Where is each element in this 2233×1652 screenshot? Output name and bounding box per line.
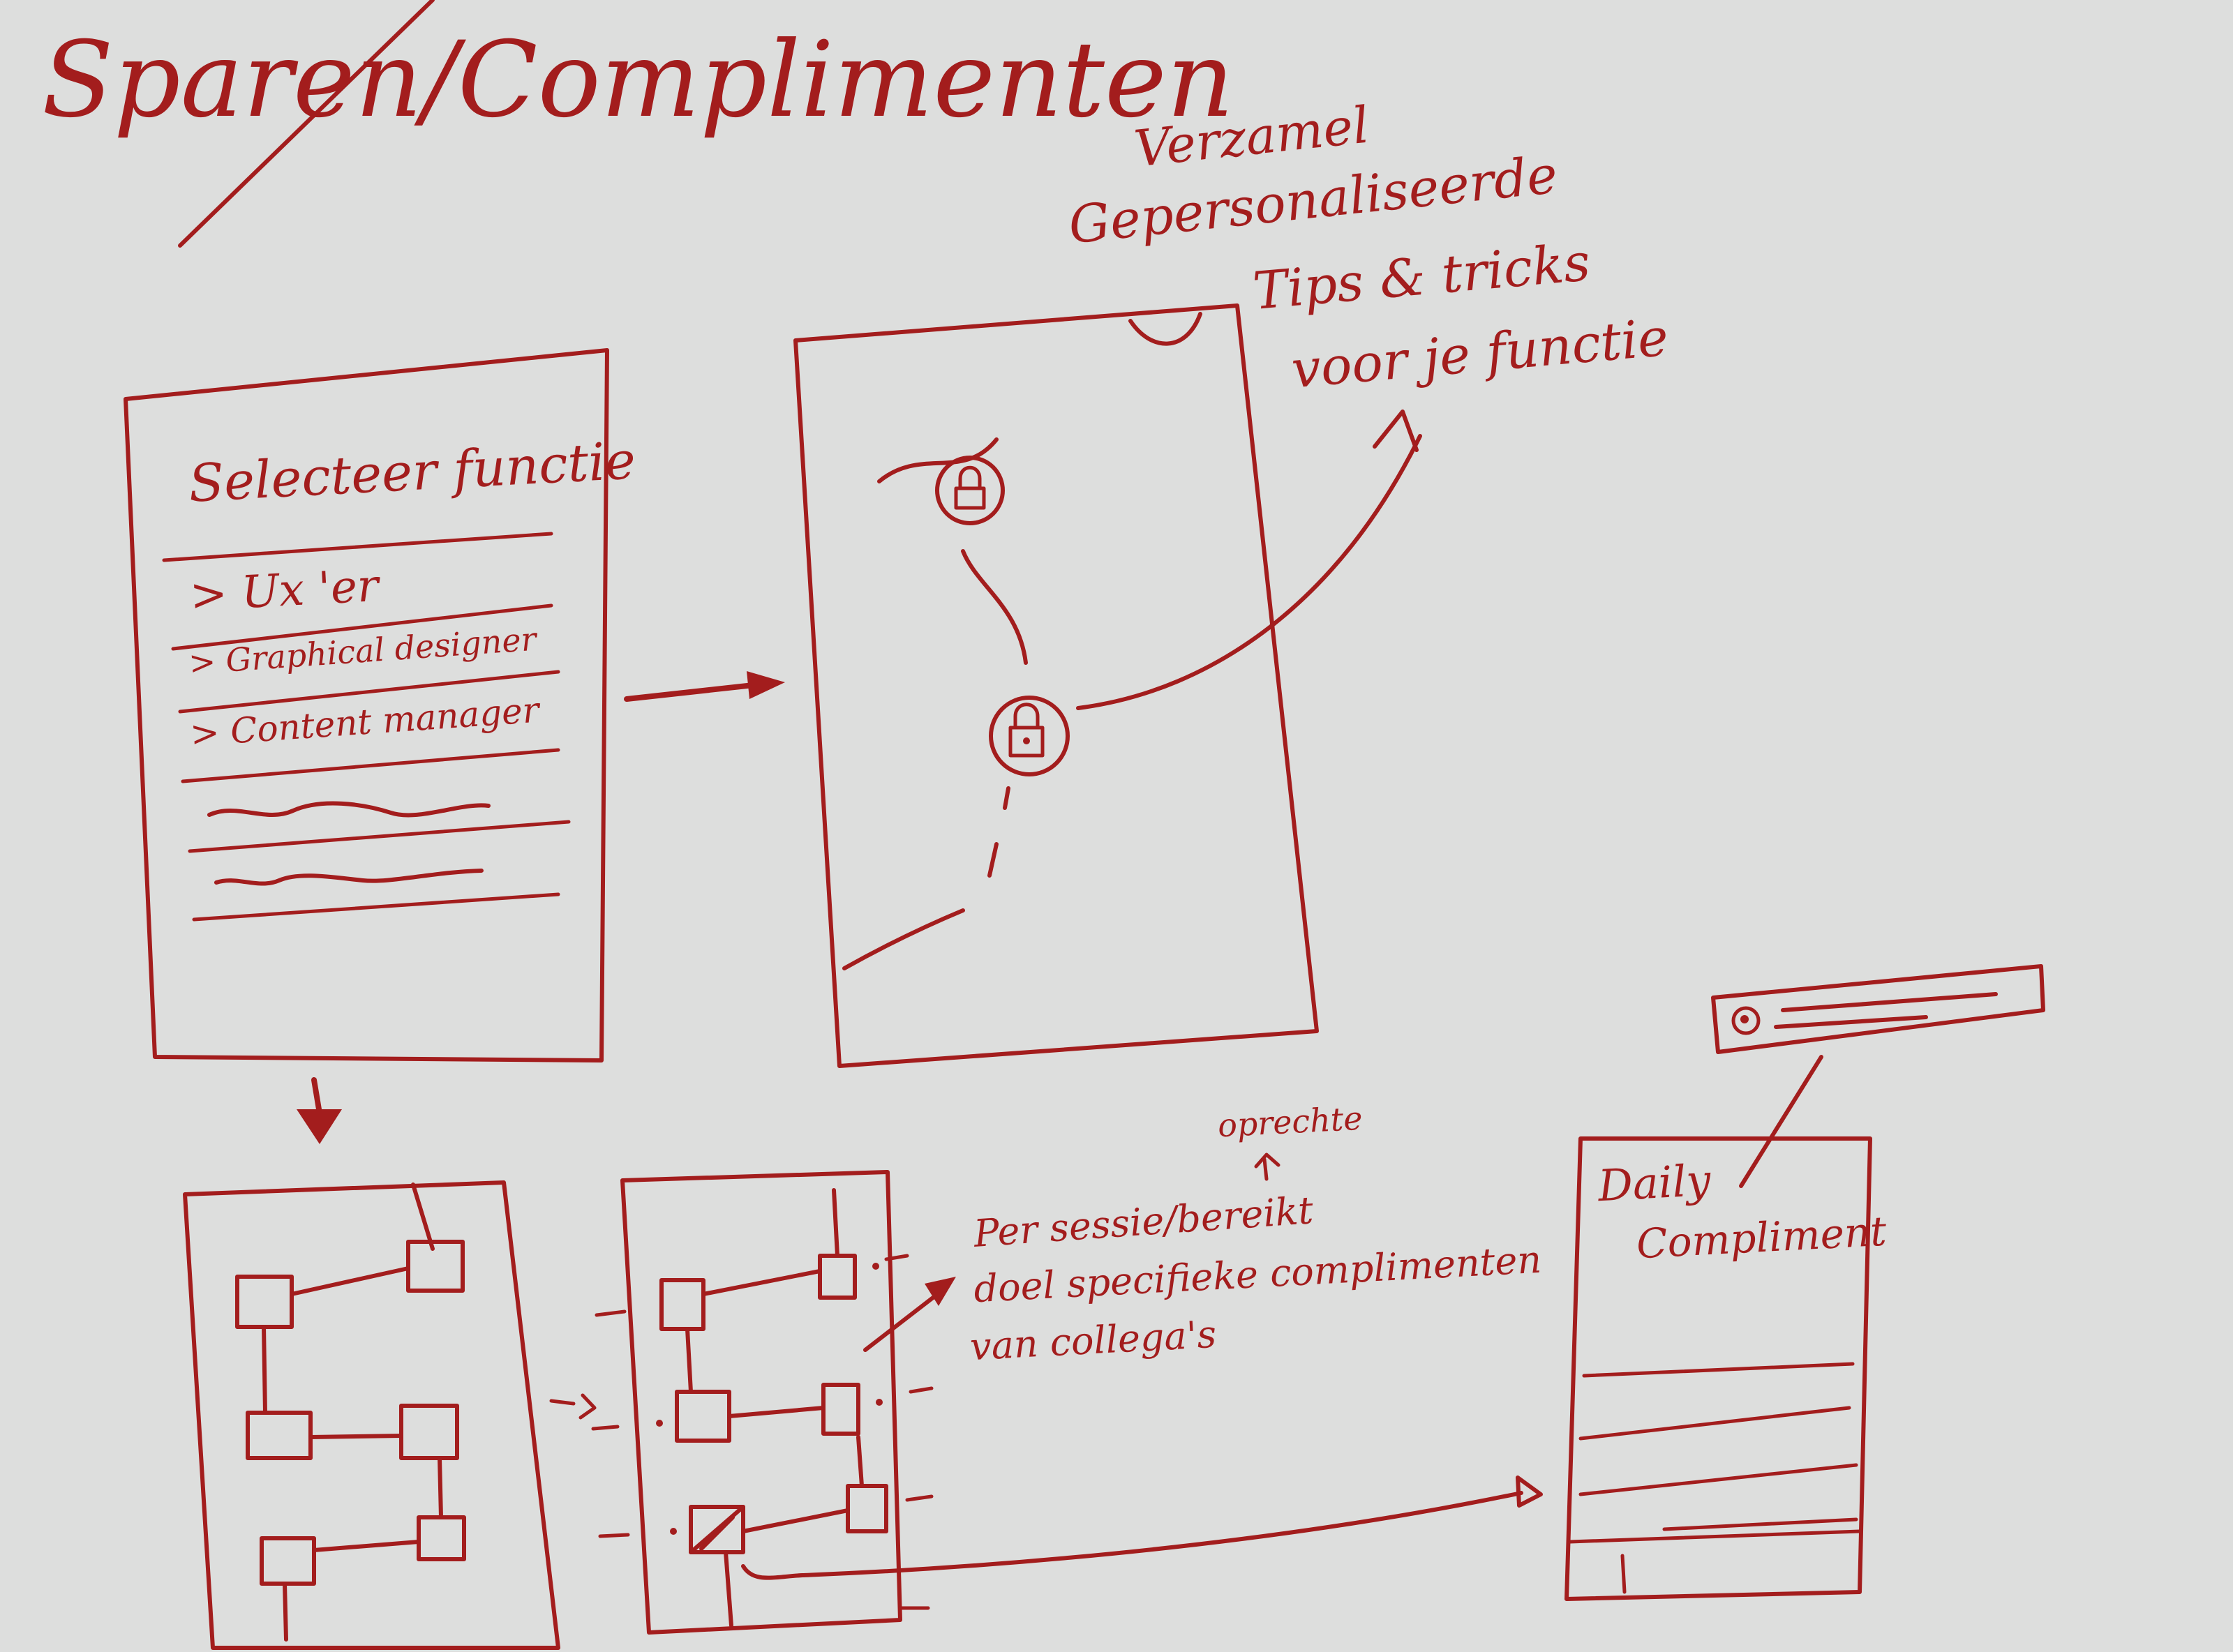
note-pointer	[863, 1289, 944, 1352]
screen-skill-path	[793, 303, 1422, 1068]
avatar-icon	[1731, 1006, 1761, 1035]
path-line	[1003, 786, 1010, 810]
screen-progress	[591, 1152, 1543, 1635]
arrow-to-skill-path	[624, 671, 785, 702]
screen-daily-compliment	[1564, 1055, 1872, 1601]
placeholder-line	[214, 869, 484, 886]
lock-icon	[989, 696, 1070, 776]
notch	[1128, 312, 1202, 346]
note-pointer-head	[1373, 410, 1419, 452]
arrow-to-roadmap	[297, 1077, 342, 1144]
arrow-to-daily-compliment	[741, 1491, 1523, 1580]
notification-banner	[1711, 964, 2045, 1054]
screen-select-function	[124, 348, 609, 1062]
lock-icon	[935, 456, 1005, 525]
heading-underline	[162, 532, 553, 562]
note-pointer	[1076, 434, 1422, 710]
option-ux: > Ux 'er	[188, 560, 380, 622]
path-line	[877, 437, 999, 483]
arrow-to-progress	[549, 1393, 597, 1420]
placeholder-line	[207, 801, 491, 818]
path-line	[842, 908, 965, 970]
screen5-heading-line2: Compliment	[1635, 1207, 1888, 1268]
path-line	[961, 549, 1028, 665]
screen5-heading-line1: Daily	[1597, 1154, 1712, 1212]
note-top: oprechte	[1216, 1099, 1364, 1145]
notification-pointer	[1739, 1055, 1823, 1188]
note-pointer	[1262, 1157, 1269, 1181]
page-title: Sparen/Complimenten	[42, 20, 1234, 141]
screen-roadmap	[183, 1180, 560, 1650]
title-slash	[178, 0, 435, 248]
path-line	[987, 842, 999, 878]
